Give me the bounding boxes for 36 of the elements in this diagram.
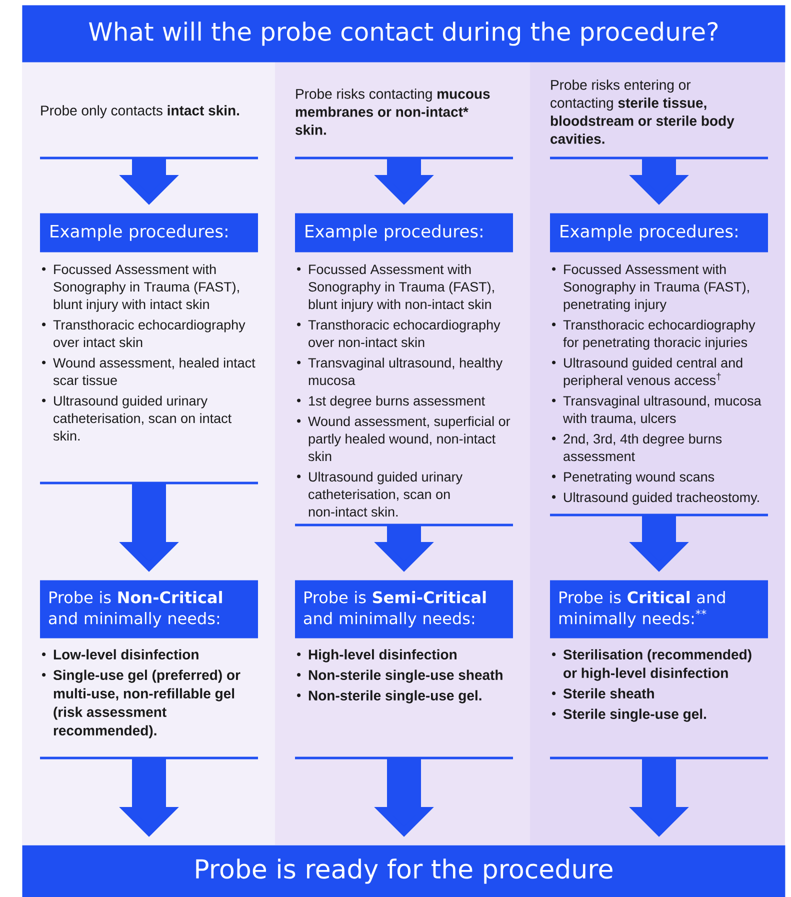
bullet-item: Sterile sheath [552,688,654,698]
bullet-item: High-level disinfection [297,649,456,662]
bullet-item: Sterilisation (recommended) or high-level disinfection [552,649,752,681]
bullet-item: Penetrating wound scans [552,472,714,484]
bullet-item: Ultrasound guided central and peripheral venous access$^{†}$ [552,358,742,388]
header-box: Example procedures: [550,213,768,252]
criticality-box: Probe is Semi-Critical and minimally needs: [295,580,513,638]
bullet-item: Single-use gel (preferred) or multi-use, non-refillable gel (risk assessment recommended). [42,670,240,738]
bullet-item: Wound assessment, superficial or partly healed wound, non-intact skin [297,416,510,462]
bullet-item: 2nd, 3rd, 4th degree burns assessment [552,434,722,462]
bullet-item: Wound assessment, healed intact scar tissue [42,358,256,386]
bullet-item: Non-sterile single-use gel. [297,690,482,704]
bullet-item: Ultrasound guided urinary catheterisation, scan on non-intact skin. [297,472,463,517]
bullet-item: Focussed Assessment with Sonography in Trauma (FAST), penetrating injury [552,264,749,312]
criticality-box: Probe is Non-Critical and minimally needs: [40,580,258,638]
bullet-item: Focussed Assessment with Sonography in Trauma (FAST), blunt injury with non-intact skin [297,264,494,312]
title-banner: What will the probe contact during the procedure? [22,5,786,62]
bullet-item: Transthoracic echocardiography for penetrating thoracic injuries [552,320,756,350]
bullet-item: Transvaginal ultrasound, mucosa with trauma, ulcers [552,396,762,425]
ready-banner: Probe is ready for the procedure [22,845,786,897]
bullet-item: Non-sterile single-use sheath [297,670,502,683]
bullet-item: Focussed Assessment with Sonography in Trauma (FAST), blunt injury with intact skin [42,264,239,312]
bullet-item: Transthoracic echocardiography over non-intact skin [297,320,500,348]
bullet-item: Low-level disinfection [42,649,198,660]
bullet-item: Ultrasound guided tracheostomy. [552,492,759,505]
condition-text: Probe risks entering or contacting sterile tissue, bloodstream or sterile body cavities. [550,80,768,160]
bullet-item: 1st degree burns assessment [297,396,485,408]
header-box: Example procedures: [40,213,258,252]
header-box: Example procedures: [295,213,513,252]
bullet-item: Transthoracic echocardiography over intact skin [42,320,246,348]
criticality-box: Probe is Critical and minimally needs:$^{**}$ [550,580,768,638]
bullet-item: Sterile single-use gel. [552,708,706,722]
bullet-item: Transvaginal ultrasound, healthy mucosa [297,358,503,386]
condition-text: Probe only contacts intact skin. [40,105,258,160]
condition-text: Probe risks contacting mucous membranes or non-intact* skin. [295,88,513,160]
bullet-item: Ultrasound guided urinary catheterisation, scan on intact skin. [42,396,232,441]
